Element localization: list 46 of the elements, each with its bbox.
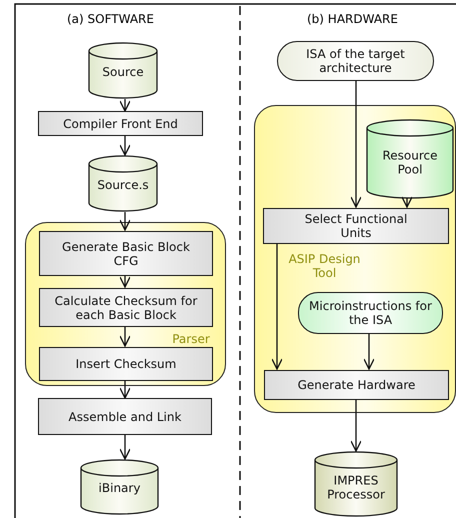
terminal-shape: [298, 292, 443, 334]
group-label: ASIP Design Tool: [288, 252, 362, 280]
section-heading: (a) SOFTWARE: [67, 12, 154, 26]
node-label: Source.s: [96, 177, 150, 192]
arrow: [119, 275, 131, 288]
arrow: [350, 81, 362, 208]
node-label: Generate Hardware: [296, 378, 416, 392]
arrow: [119, 212, 131, 231]
arrow: [401, 196, 413, 208]
node-label: Resource Pool: [381, 148, 439, 177]
node-label: iBinary: [98, 480, 142, 495]
arrow: [119, 435, 131, 460]
database-cylinder: [88, 42, 158, 99]
node-label: Select Functional Units: [304, 212, 408, 240]
process-box: [39, 347, 213, 381]
process-box: [39, 288, 213, 327]
group-label: Parser: [171, 332, 211, 346]
node-label: Insert Checksum: [74, 357, 178, 371]
section-heading: (b) HARDWARE: [307, 12, 398, 26]
process-box: [38, 111, 203, 136]
node-label: ISA of the target architecture: [305, 47, 406, 75]
process-box: [263, 208, 449, 244]
arrow: [350, 399, 362, 452]
database-cylinder: [80, 459, 159, 515]
process-box: [38, 398, 212, 435]
arrow: [363, 333, 375, 370]
node-label: Compiler Front End: [62, 116, 179, 130]
process-box: [39, 231, 213, 276]
tool-group: [254, 105, 456, 413]
arrow: [119, 326, 131, 347]
tool-group: [25, 222, 226, 386]
node-label: Source: [101, 64, 145, 78]
database-cylinder: [366, 119, 454, 199]
node-label: Calculate Checksum for each Basic Block: [54, 294, 198, 322]
node-label: Assemble and Link: [68, 410, 182, 424]
node-label: Microinstructions for the ISA: [308, 299, 433, 327]
terminal-shape: [277, 41, 434, 81]
database-cylinder: [88, 155, 158, 212]
database-cylinder: [314, 451, 398, 517]
arrow: [119, 380, 131, 399]
node-label: IMPRES Processor: [326, 474, 386, 502]
arrow: [271, 243, 283, 370]
process-box: [264, 370, 449, 400]
arrow: [119, 99, 131, 112]
arrow: [119, 136, 131, 156]
node-label: Generate Basic Block CFG: [61, 240, 191, 268]
